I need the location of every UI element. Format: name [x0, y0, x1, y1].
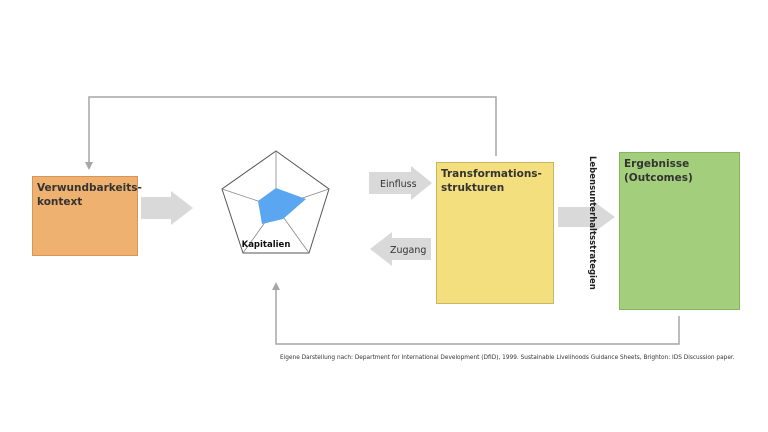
arrow-influence [369, 166, 432, 200]
capitals-pentagon [221, 150, 330, 254]
arrow-influence-label: Einfluss [380, 179, 417, 190]
capitals-label: Kapitalien [241, 240, 291, 250]
vulnerability-context-label: Verwundbarkeits- kontext [37, 182, 142, 208]
livelihood-strategies-label: Lebensunterhaltsstrategien [587, 156, 597, 290]
transformation-structures-box: Transformations- strukturen [436, 162, 554, 304]
arrow-access [370, 232, 431, 266]
arrow-vulnerability-to-capitals [141, 191, 193, 225]
vulnerability-context-box: Verwundbarkeits- kontext [32, 176, 142, 256]
feedback-line-bottom [272, 282, 680, 345]
outcomes-label: Ergebnisse (Outcomes) [624, 158, 693, 184]
outcomes-box: Ergebnisse (Outcomes) [619, 152, 740, 310]
transformation-structures-label: Transformations- strukturen [441, 168, 542, 194]
arrow-access-label: Zugang [390, 245, 426, 256]
arrow-strategies [558, 201, 615, 233]
source-caption: Eigene Darstellung nach: Department for … [280, 355, 735, 361]
capitals-shape [258, 188, 306, 224]
feedback-line-top [85, 96, 497, 170]
